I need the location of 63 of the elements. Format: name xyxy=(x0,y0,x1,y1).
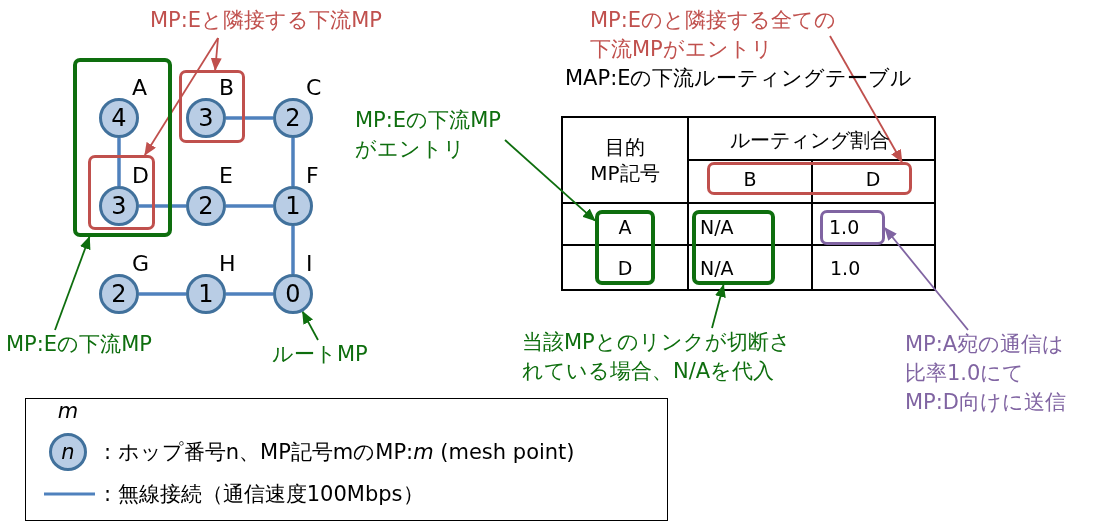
mesh-point-circle: 3 xyxy=(99,186,139,226)
symbol-letter: m xyxy=(57,397,79,425)
link-line xyxy=(226,204,273,208)
cell-text: N/A xyxy=(700,215,734,240)
arrow xyxy=(884,227,969,331)
annotation-text: MP:Eと隣接する下流MP xyxy=(150,6,410,38)
cell-text: D xyxy=(616,256,634,281)
cell-text: N/A xyxy=(700,256,734,281)
annotation-text: MP:A宛の通信は比率1.0にてMP:D向けに送信 xyxy=(905,330,1103,422)
node-letter: F xyxy=(306,164,319,188)
highlight-box xyxy=(73,58,172,237)
node-letter: I xyxy=(306,252,313,276)
annotation-text: MP:Eのと隣接する全ての下流MPがエントリ xyxy=(590,6,915,66)
node-letter: E xyxy=(219,164,233,188)
cell-text: 1.0 xyxy=(829,215,860,240)
mesh-point-circle: 2 xyxy=(186,186,226,226)
highlight-box xyxy=(179,70,245,143)
symbol-letter: n xyxy=(61,438,75,466)
annotation-text: MP:Eの下流MP xyxy=(6,330,201,360)
cell-text: B xyxy=(742,167,758,192)
mesh-point-circle: 4 xyxy=(99,98,139,138)
mesh-point-circle: 2 xyxy=(99,274,139,314)
table-header: 目的MP記号 xyxy=(590,134,660,186)
node-letter: G xyxy=(132,252,150,276)
arrow xyxy=(210,37,222,71)
node-letter: D xyxy=(132,164,149,188)
arrow xyxy=(829,35,903,163)
node-letter: H xyxy=(219,252,236,276)
legend-text: : ホップ番号n、MP記号mのMP:m (mesh point) xyxy=(104,439,575,466)
node-letter: C xyxy=(306,76,322,100)
node-letter: B xyxy=(219,76,235,100)
arrow xyxy=(504,139,596,222)
link-line xyxy=(226,116,273,120)
cell-text: 1.0 xyxy=(830,255,861,281)
mesh-point-circle: 0 xyxy=(273,274,313,314)
link-line xyxy=(226,292,273,296)
highlight-box xyxy=(707,162,912,195)
link-line xyxy=(291,226,295,274)
table-title: MAP:Eの下流ルーティングテーブル xyxy=(565,64,913,92)
mesh-point-circle: 2 xyxy=(273,98,313,138)
legend-text: : 無線接続（通信速度100Mbps） xyxy=(104,481,424,508)
mesh-point-circle: 1 xyxy=(273,186,313,226)
arrow xyxy=(54,236,91,331)
link-line xyxy=(139,204,186,208)
node-letter: A xyxy=(132,76,148,100)
annotation-text: MP:Eの下流MPがエントリ xyxy=(355,106,505,168)
arrow xyxy=(301,310,319,341)
link-line xyxy=(291,138,295,186)
table-header: ルーティング割合 xyxy=(730,127,890,153)
highlight-box xyxy=(692,210,775,285)
link-line xyxy=(117,138,121,186)
highlight-box xyxy=(88,155,155,230)
highlight-box xyxy=(820,210,885,245)
mesh-point-circle: 1 xyxy=(186,274,226,314)
highlight-box xyxy=(595,210,655,285)
link-line xyxy=(139,292,186,296)
cell-text: A xyxy=(617,215,633,240)
arrow xyxy=(711,284,726,329)
mesh-point-circle: 3 xyxy=(186,98,226,138)
annotation-text: ルートMP xyxy=(272,340,367,370)
arrow xyxy=(144,37,219,156)
annotation-text: 当該MPとのリンクが切断されている場合、N/Aを代入 xyxy=(522,328,802,390)
cell-text: D xyxy=(864,167,882,192)
